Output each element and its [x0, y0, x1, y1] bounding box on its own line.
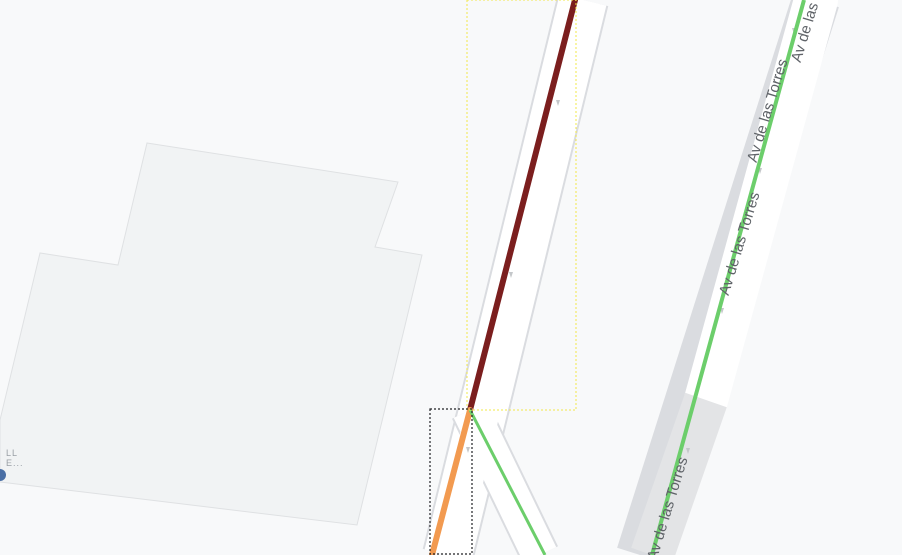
poi-marker-icon[interactable] [0, 469, 6, 481]
building-footprint[interactable] [0, 142, 423, 526]
main-road-fill [431, 0, 600, 555]
selection-box-black[interactable] [429, 408, 473, 555]
poi-label-line2: E... [6, 458, 24, 468]
route-dark-red[interactable] [467, 0, 578, 413]
route-orange[interactable] [429, 407, 473, 555]
route-green-branch[interactable] [468, 409, 547, 555]
selection-box-yellow[interactable] [466, 0, 577, 411]
poi-label-line1: LL [6, 448, 18, 458]
route-green-av-de-las-torres[interactable] [650, 0, 806, 555]
